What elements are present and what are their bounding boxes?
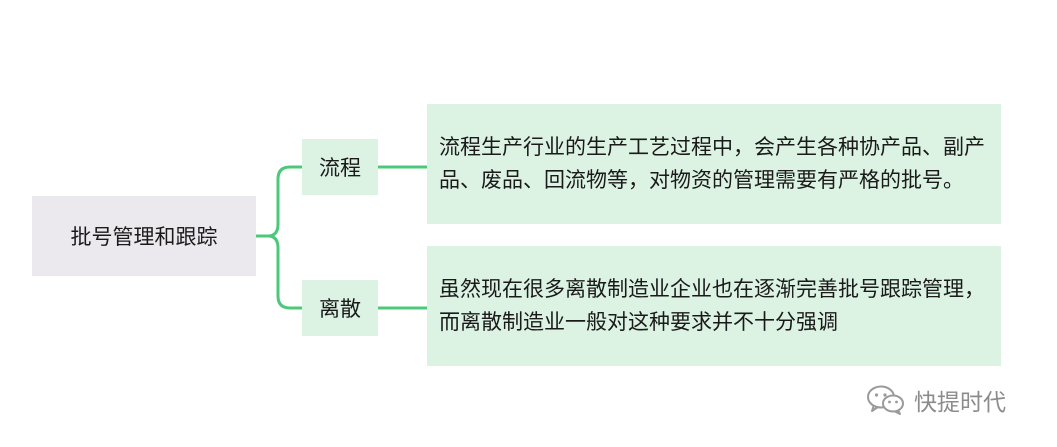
root-node[interactable]: 批号管理和跟踪 xyxy=(32,196,256,276)
branch-node-label: 离散 xyxy=(319,297,361,321)
leaf-node-process-detail[interactable]: 流程生产行业的生产工艺过程中，会产生各种协产品、副产品、废品、回流物等，对物资的… xyxy=(427,104,1001,224)
watermark-text: 快提时代 xyxy=(914,390,1006,416)
watermark: 快提时代 xyxy=(866,383,1006,417)
branch-node-label: 流程 xyxy=(319,156,361,180)
leaf-node-discrete-detail[interactable]: 虽然现在很多离散制造业企业也在逐渐完善批号跟踪管理，而离散制造业一般对这种要求并… xyxy=(427,246,1001,366)
leaf-node-text: 流程生产行业的生产工艺过程中，会产生各种协产品、副产品、废品、回流物等，对物资的… xyxy=(439,135,985,192)
root-node-label: 批号管理和跟踪 xyxy=(70,225,218,249)
branch-node-discrete[interactable]: 离散 xyxy=(302,280,378,336)
wechat-icon xyxy=(867,385,904,415)
connector-root-to-branch-2 xyxy=(256,234,302,310)
connector-root-to-branch-1 xyxy=(256,165,302,238)
branch-node-process[interactable]: 流程 xyxy=(302,139,378,195)
leaf-node-text: 虽然现在很多离散制造业企业也在逐渐完善批号跟踪管理，而离散制造业一般对这种要求并… xyxy=(439,277,985,334)
